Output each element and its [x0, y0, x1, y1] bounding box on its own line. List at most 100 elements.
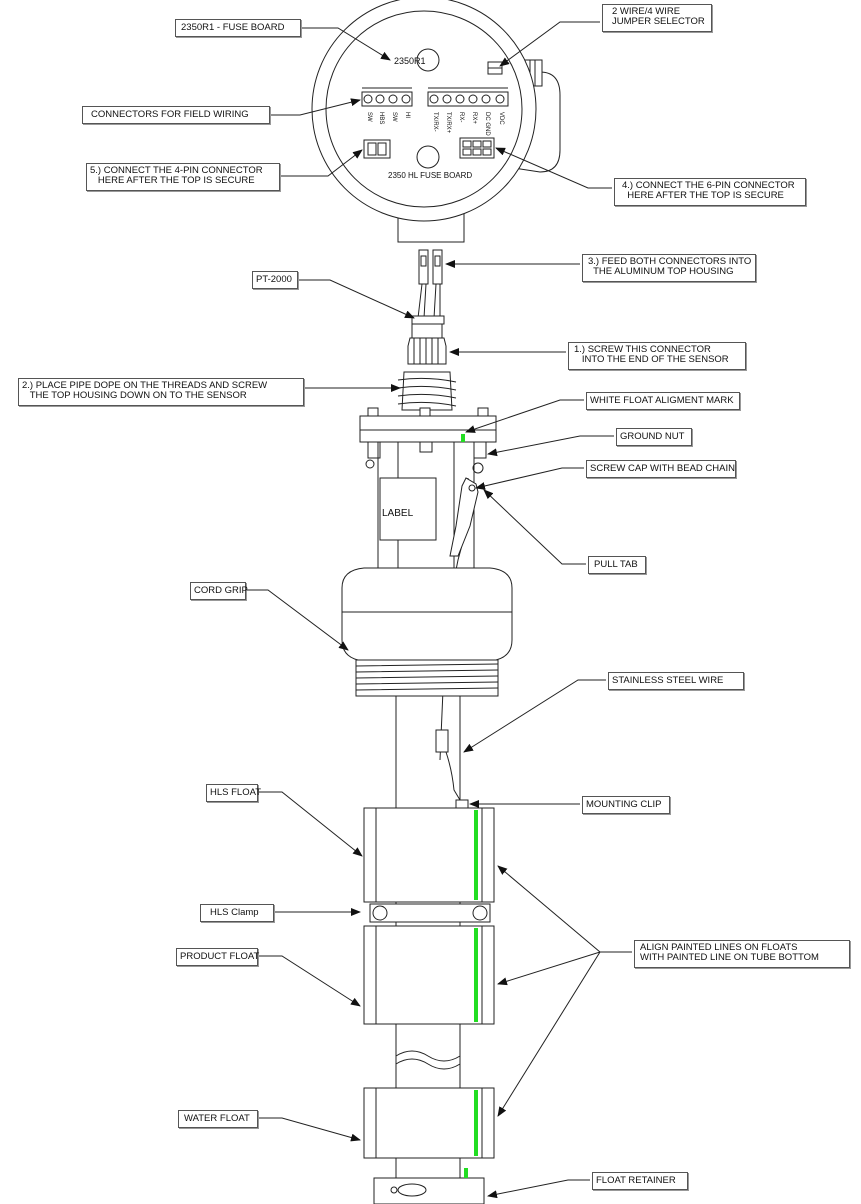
leader-step4 [495, 147, 612, 189]
terminal-label: HBS [378, 112, 384, 124]
label-box-align-lines [634, 940, 850, 968]
board-hole-top [416, 48, 440, 72]
connector-plug-right [432, 249, 443, 285]
label-jumper-selector: 2 WIRE/4 WIRE JUMPER SELECTOR [612, 6, 705, 27]
terminal-labels: SW HBS SW HI TX/RX- TX/RX+ RX- RX+ DC GN… [366, 112, 504, 136]
board-text: 2350R1 2350 HL FUSE BOARD [388, 56, 472, 180]
label-box-fuse-board [175, 19, 301, 37]
label-step5: 5.) CONNECT THE 4-PIN CONNECTOR HERE AFT… [90, 165, 263, 186]
board-model: 2350R1 [394, 56, 426, 66]
hls-clamp [369, 903, 491, 923]
label-box-product-float [176, 948, 258, 966]
label-box-screw-cap [586, 460, 736, 478]
label-float-retainer: FLOAT RETAINER [596, 1175, 676, 1186]
label-box-pull-tab [588, 556, 646, 574]
label-water-float: WATER FLOAT [184, 1113, 250, 1124]
terminal-screws [363, 94, 505, 104]
leader-jumper [499, 21, 600, 67]
painted-lines [461, 434, 478, 1178]
leader-product-float [256, 955, 361, 1007]
sensor-connector [407, 337, 447, 365]
cord-grip-cap [341, 567, 513, 661]
leader-align-3 [497, 951, 632, 1117]
leader-white-mark [465, 399, 584, 433]
label-screw-cap: SCREW CAP WITH BEAD CHAIN [590, 463, 735, 474]
label-box-mounting-clip [582, 796, 670, 814]
product-float [363, 925, 495, 1025]
label-box-float-retainer [592, 1172, 688, 1190]
leader-stainless [463, 679, 606, 753]
label-hls-float: HLS FLOAT [210, 787, 262, 798]
label-stainless-steel-wire: STAINLESS STEEL WIRE [612, 675, 724, 686]
label-step1: 1.) SCREW THIS CONNECTOR INTO THE END OF… [574, 344, 729, 365]
label-box-white-mark [586, 392, 740, 410]
terminal-label: DC GND [484, 112, 490, 136]
label-box-hls-clamp [200, 904, 274, 922]
label-plate-text: LABEL [382, 508, 414, 519]
label-box-stainless [608, 672, 744, 690]
leader-step5 [278, 149, 363, 177]
leader-align-1 [497, 865, 632, 953]
terminal-label: HI [404, 112, 410, 118]
label-align-lines: ALIGN PAINTED LINES ON FLOATS WITH PAINT… [640, 942, 819, 963]
label-plate [379, 477, 437, 541]
leader-align-2 [497, 951, 632, 986]
label-step2: 2.) PLACE PIPE DOPE ON THE THREADS AND S… [22, 380, 268, 401]
terminal-label: TX/RX- [432, 112, 438, 132]
label-box-step3 [582, 254, 756, 282]
leader-pt2000 [296, 279, 415, 319]
leader-fuse-board [300, 27, 391, 61]
terminal-label: SW [366, 112, 372, 122]
label-box-field-wiring [82, 106, 270, 124]
leader-float-retainer [487, 1179, 590, 1199]
housing-threads [401, 371, 453, 411]
label-fuse-board: 2350R1 - FUSE BOARD [181, 22, 285, 33]
hls-float [363, 807, 495, 903]
six-pin-socket [459, 137, 495, 159]
label-box-water-float [178, 1110, 258, 1128]
label-mounting-clip: MOUNTING CLIP [586, 799, 662, 810]
label-box-jumper [602, 4, 712, 32]
label-pt2000: PT-2000 [256, 274, 292, 285]
label-box-ground-nut [616, 428, 692, 446]
label-white-float-mark: WHITE FLOAT ALIGMENT MARK [590, 395, 734, 406]
float-retainer [373, 1177, 485, 1204]
label-box-step4 [614, 178, 806, 206]
cable-boot [411, 315, 445, 325]
label-connectors-field-wiring: CONNECTORS FOR FIELD WIRING [91, 109, 249, 120]
label-box-step1 [568, 342, 746, 370]
label-box-step5 [86, 163, 280, 191]
mounting-flange [359, 415, 497, 431]
label-box-step2 [18, 378, 304, 406]
terminal-label: RX+ [471, 112, 477, 124]
flange-bolts [365, 407, 489, 474]
tube-break [395, 1050, 461, 1062]
terminal-block-right [427, 91, 509, 107]
label-box-cord-grip [190, 582, 246, 600]
label-product-float: PRODUCT FLOAT [180, 951, 260, 962]
label-step4: 4.) CONNECT THE 6-PIN CONNECTOR HERE AFT… [622, 180, 795, 201]
leader-pull-tab [483, 489, 586, 565]
terminal-label: RX- [458, 112, 464, 122]
label-step3: 3.) FEED BOTH CONNECTORS INTO THE ALUMIN… [588, 256, 752, 277]
label-ground-nut: GROUND NUT [620, 431, 685, 442]
connector-plug-left [418, 249, 429, 285]
board-name: 2350 HL FUSE BOARD [388, 171, 472, 180]
leader-hls-float [256, 791, 363, 857]
leader-water-float [256, 1117, 361, 1142]
label-box-hls-float [206, 784, 258, 802]
label-cord-grip: CORD GRIP [194, 585, 248, 596]
label-hls-clamp: HLS Clamp [210, 907, 259, 918]
terminal-label: TX/RX+ [445, 112, 451, 134]
water-float [363, 1087, 495, 1159]
leader-field-wiring [268, 98, 361, 116]
terminal-block-left [361, 91, 413, 107]
four-pin-socket [363, 139, 391, 159]
cable-bundle [417, 283, 441, 319]
label-pull-tab: PULL TAB [594, 559, 638, 570]
leader-ground-nut [487, 435, 614, 457]
leader-screw-cap [475, 467, 584, 490]
terminal-label: SW [391, 112, 397, 122]
mounting-clip [455, 799, 469, 809]
